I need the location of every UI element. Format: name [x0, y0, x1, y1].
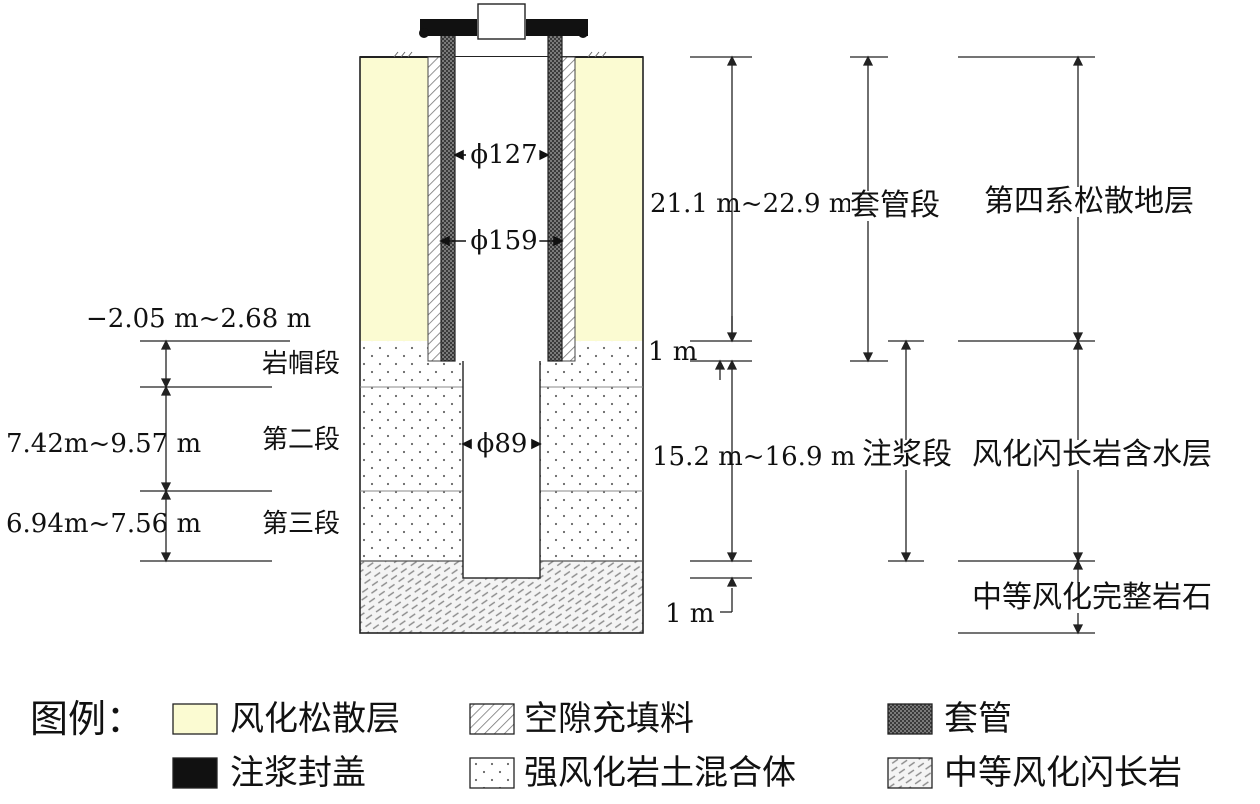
strata-dimensions — [958, 55, 1095, 635]
section-casing-label: 套管段 — [850, 188, 940, 223]
seg3-depth-range: 6.94m~7.56 m — [6, 509, 202, 539]
legend-label-loose-layer: 风化松散层 — [230, 699, 400, 739]
seg2-depth-range: 7.42m~9.57 m — [6, 429, 202, 459]
pipe-diameter-arrows — [439, 149, 564, 450]
legend-label-void-filler: 空隙充填料 — [524, 699, 694, 739]
stratum-aquifer-label: 风化闪长岩含水层 — [972, 437, 1212, 472]
left-dimensions — [140, 339, 290, 563]
casing-interior — [455, 57, 548, 361]
segment-cap-label: 岩帽段 — [262, 349, 341, 379]
grout-cap-left — [420, 19, 477, 36]
legend-swatch-diorite — [887, 757, 933, 789]
casing-127-label: ϕ127 — [468, 140, 540, 170]
overlap-depth-label: 1 m — [648, 337, 698, 367]
cap-bolt-left — [419, 28, 429, 38]
cap-depth-range: −2.05 m~2.68 m — [86, 304, 312, 334]
grout-depth-label: 15.2 m~16.9 m — [652, 442, 856, 472]
hole-89-label: ϕ89 — [474, 429, 530, 459]
depth-dimensions — [690, 55, 752, 613]
legend-label-grout-cap: 注浆封盖 — [230, 753, 366, 793]
legend-swatch-loose-layer — [172, 703, 218, 735]
stratum-bedrock-label: 中等风化完整岩石 — [972, 580, 1212, 615]
legend-swatch-void-filler — [469, 703, 515, 735]
legend-label-weathered-mix: 强风化岩土混合体 — [524, 753, 796, 793]
legend-label-casing: 套管 — [944, 699, 1012, 739]
legend-swatches — [172, 703, 933, 789]
ground-hatch — [393, 51, 607, 58]
legend-label-diorite: 中等风化闪长岩 — [944, 753, 1182, 793]
segment-third-label: 第三段 — [262, 509, 341, 539]
bottom-depth-label: 1 m — [665, 599, 715, 629]
borehole — [393, 3, 607, 579]
stratum-quaternary-label: 第四系松散地层 — [984, 184, 1194, 219]
open-hole — [462, 359, 541, 579]
cap-bolt-right — [578, 28, 588, 38]
wellhead-top — [477, 3, 526, 40]
segment-second-label: 第二段 — [262, 425, 341, 455]
legend-swatch-grout-cap — [172, 757, 218, 789]
casing-159-label: ϕ159 — [468, 226, 540, 256]
section-dimensions — [850, 55, 924, 563]
void-filler-left — [427, 56, 442, 362]
legend-title: 图例： — [30, 697, 145, 741]
casing-right — [547, 31, 563, 362]
casing-depth-label: 21.1 m~22.9 m — [650, 189, 854, 219]
legend-swatch-weathered-mix — [469, 757, 515, 789]
void-filler-right — [561, 56, 576, 362]
section-grouting-label: 注浆段 — [862, 437, 952, 472]
casing-left — [440, 31, 456, 362]
grout-cap-right — [526, 19, 588, 36]
legend-swatch-casing — [887, 703, 933, 735]
